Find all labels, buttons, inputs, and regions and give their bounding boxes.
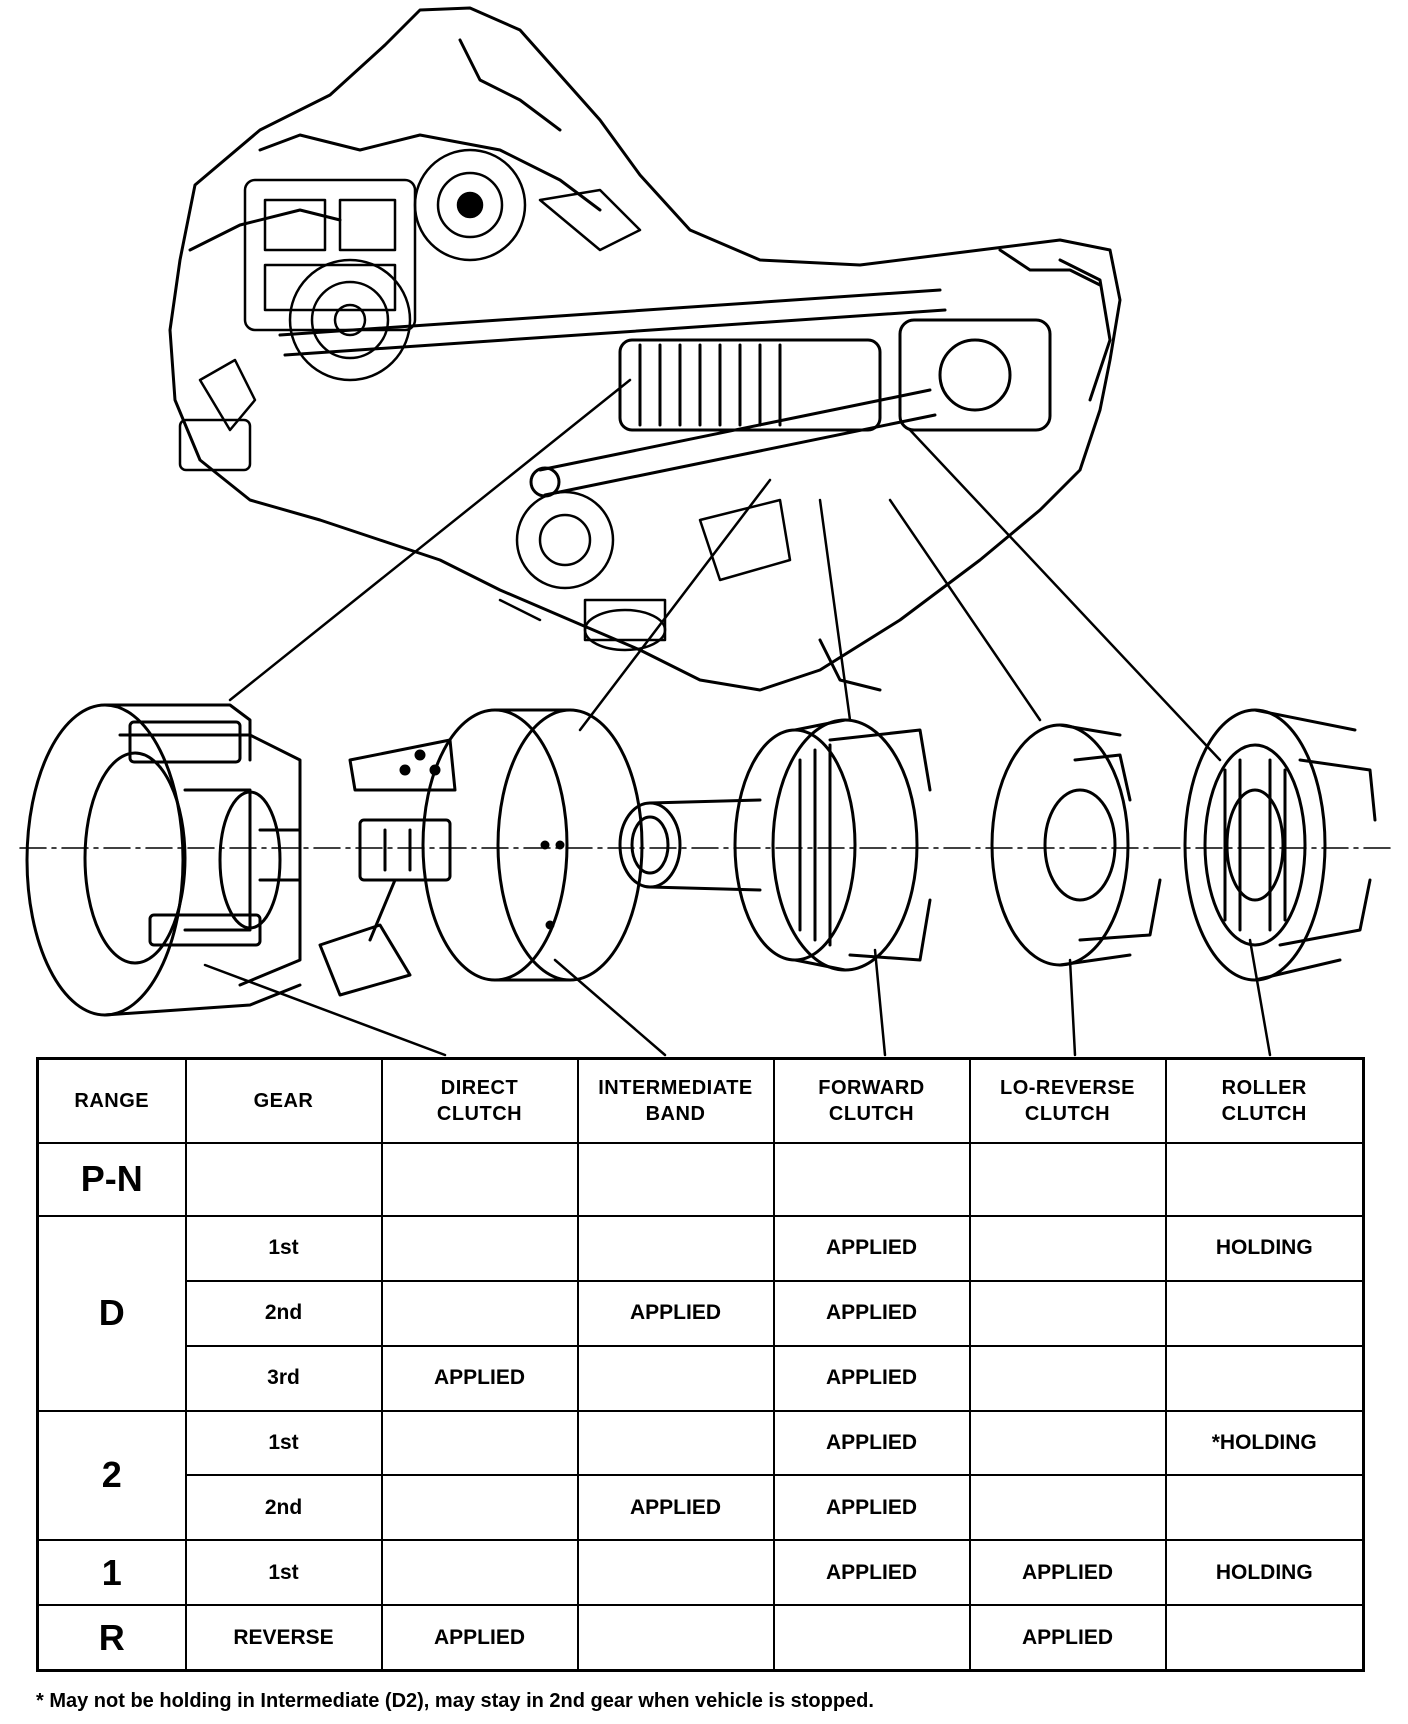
header-line: BAND <box>645 1103 706 1125</box>
lo-reverse-clutch-cell <box>968 1474 1167 1542</box>
gear-cell: 2nd <box>184 1279 383 1347</box>
range-cell: R <box>36 1604 187 1672</box>
table-row: R REVERSE APPLIED APPLIED <box>36 1604 1365 1672</box>
intermediate-band-cell <box>576 1344 775 1412</box>
forward-clutch-cell: APPLIED <box>772 1539 971 1607</box>
table-row: D 1st APPLIED HOLDING <box>36 1214 1365 1412</box>
gear-cell: 3rd <box>184 1344 383 1412</box>
header-line: INTERMEDIATE <box>598 1077 753 1099</box>
lo-reverse-clutch-cell: APPLIED <box>968 1604 1167 1672</box>
header-line: CLUTCH <box>436 1103 523 1125</box>
direct-clutch-cell <box>380 1539 579 1607</box>
forward-clutch-cell: APPLIED <box>772 1344 971 1412</box>
table-row: 1 1st APPLIED APPLIED HOLDING <box>36 1539 1365 1607</box>
header-lo-reverse-clutch: LO-REVERSE CLUTCH <box>968 1057 1167 1144</box>
lo-reverse-clutch-cell: APPLIED <box>968 1539 1167 1607</box>
range-cell: 2 <box>36 1409 187 1542</box>
intermediate-band-cell: APPLIED <box>576 1474 775 1542</box>
header-range: RANGE <box>36 1057 187 1144</box>
header-line: ROLLER <box>1221 1077 1307 1099</box>
roller-clutch-component <box>1183 708 1377 982</box>
gear-cell: REVERSE <box>184 1604 383 1672</box>
lo-reverse-clutch-component <box>990 723 1162 967</box>
gear-cell <box>184 1142 383 1217</box>
forward-clutch-component <box>618 718 932 972</box>
intermediate-band-cell: APPLIED <box>576 1279 775 1347</box>
roller-clutch-cell: HOLDING <box>1164 1214 1365 1282</box>
gear-cell: 2nd <box>184 1474 383 1542</box>
header-line: FORWARD <box>818 1077 925 1099</box>
clutch-apply-table: RANGE GEAR DIRECT CLUTCH INTERMEDIATE BAND… <box>36 1057 1365 1672</box>
direct-clutch-cell: APPLIED <box>380 1344 579 1412</box>
header-line: LO-REVERSE <box>999 1077 1136 1099</box>
intermediate-band-cell <box>576 1142 775 1217</box>
direct-clutch-cell <box>380 1474 579 1542</box>
intermediate-band-cell <box>576 1604 775 1672</box>
table-row: P-N <box>36 1142 1365 1217</box>
direct-clutch-cell <box>380 1409 579 1477</box>
final-drive <box>498 490 792 652</box>
intermediate-band-component <box>318 708 644 997</box>
header-line: CLUTCH <box>1221 1103 1307 1125</box>
direct-clutch-component <box>25 703 302 1017</box>
header-roller-clutch: ROLLER CLUTCH <box>1164 1057 1365 1144</box>
forward-clutch-cell: APPLIED <box>772 1214 971 1282</box>
lo-reverse-clutch-cell <box>968 1344 1167 1412</box>
gear-cell: 1st <box>184 1214 383 1282</box>
range-cell: D <box>36 1214 187 1412</box>
header-gear: GEAR <box>184 1057 383 1144</box>
header-line: DIRECT <box>440 1077 519 1099</box>
direct-clutch-cell: APPLIED <box>380 1604 579 1672</box>
lo-reverse-clutch-cell <box>968 1409 1167 1477</box>
forward-clutch-cell: APPLIED <box>772 1474 971 1542</box>
lo-reverse-clutch-cell <box>968 1279 1167 1347</box>
forward-clutch-cell <box>772 1142 971 1217</box>
leader-lines <box>203 378 1272 1057</box>
table-row: 2nd APPLIED APPLIED <box>38 1279 1365 1347</box>
transaxle-housing <box>168 6 1122 692</box>
intermediate-band-cell <box>576 1409 775 1477</box>
roller-clutch-cell <box>1164 1344 1365 1412</box>
table-row: 3rd APPLIED APPLIED <box>38 1344 1365 1412</box>
gear-cell: 1st <box>184 1409 383 1477</box>
roller-clutch-cell <box>1164 1142 1365 1217</box>
header-line: CLUTCH <box>828 1103 915 1125</box>
intermediate-band-cell <box>576 1539 775 1607</box>
valve-body <box>178 148 642 472</box>
direct-clutch-cell <box>380 1214 579 1282</box>
roller-clutch-cell: HOLDING <box>1164 1539 1365 1607</box>
header-line: CLUTCH <box>1024 1103 1111 1125</box>
range-cell: P-N <box>36 1142 187 1217</box>
range-cell: 1 <box>36 1539 187 1607</box>
footnote: * May not be holding in Intermediate (D2… <box>36 1690 874 1712</box>
table-row: 2nd APPLIED APPLIED <box>38 1474 1365 1542</box>
header-direct-clutch: DIRECT CLUTCH <box>380 1057 579 1144</box>
direct-clutch-cell <box>380 1142 579 1217</box>
intermediate-band-cell <box>576 1214 775 1282</box>
table-row: 2 1st APPLIED *HOLDING <box>36 1409 1365 1542</box>
header-forward-clutch: FORWARD CLUTCH <box>772 1057 971 1144</box>
roller-clutch-cell <box>1164 1474 1365 1542</box>
header-intermediate-band: INTERMEDIATE BAND <box>576 1057 775 1144</box>
forward-clutch-cell: APPLIED <box>772 1409 971 1477</box>
main-shaft <box>278 258 1112 498</box>
lo-reverse-clutch-cell <box>968 1142 1167 1217</box>
forward-clutch-cell: APPLIED <box>772 1279 971 1347</box>
forward-clutch-cell <box>772 1604 971 1672</box>
roller-clutch-cell: *HOLDING <box>1164 1409 1365 1477</box>
direct-clutch-cell <box>380 1279 579 1347</box>
roller-clutch-cell <box>1164 1279 1365 1347</box>
transaxle-illustration <box>19 6 1396 1057</box>
lo-reverse-clutch-cell <box>968 1214 1167 1282</box>
header-row: RANGE GEAR DIRECT CLUTCH INTERMEDIATE BAND… <box>36 1057 1365 1144</box>
gear-cell: 1st <box>184 1539 383 1607</box>
roller-clutch-cell <box>1164 1604 1365 1672</box>
